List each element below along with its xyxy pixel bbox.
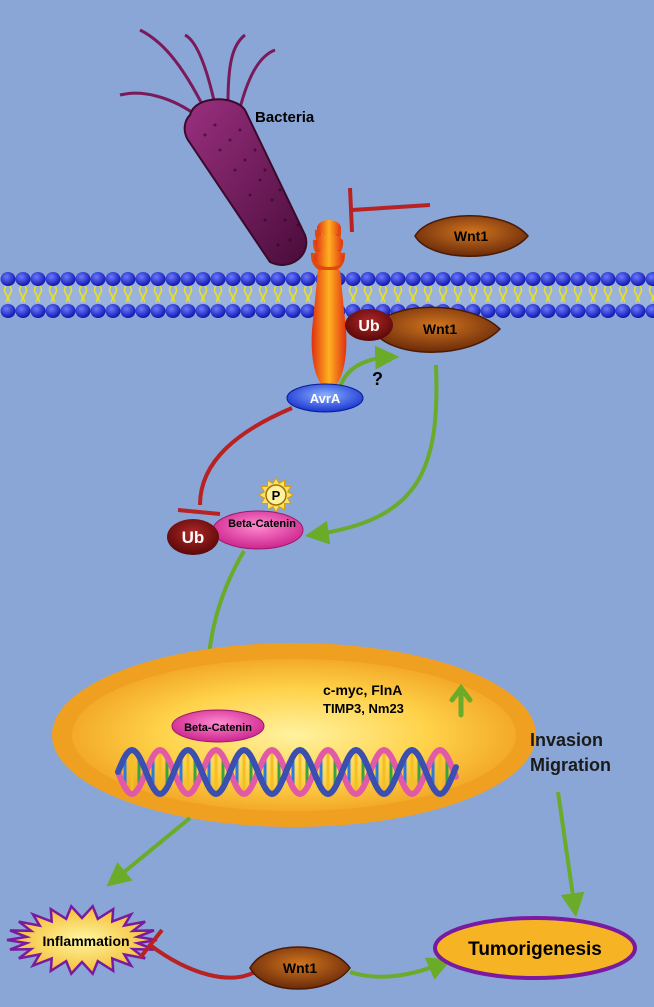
bacterium-icon (119, 28, 308, 266)
wnt1-bottom-node: Wnt1 (249, 946, 351, 990)
question-mark: ? (372, 369, 383, 389)
receptor-icon (311, 220, 347, 392)
migration-label: Migration (530, 755, 611, 775)
dna-icon (115, 746, 459, 798)
beta-catenin-cyto-label: Beta-Catenin (228, 518, 296, 530)
avra-node: AvrA (286, 383, 364, 413)
ub-cyto-label: Ub (182, 528, 205, 547)
arrow-receptor-wnt1 (338, 345, 400, 389)
ub-cyto-node: Ub (167, 519, 219, 555)
arrow-invasion-tumorigenesis (556, 791, 585, 918)
nucleus (52, 643, 536, 827)
inhibition-avra-ub (177, 406, 293, 516)
inflammation-node: Inflammation (6, 903, 158, 977)
bacteria-label: Bacteria (255, 109, 315, 126)
ub-membrane-node: Ub (345, 309, 393, 341)
up-arrow-icon (449, 683, 473, 718)
wnt1-membrane-node: Wnt1 (371, 306, 502, 353)
wnt1-outside-label: Wnt1 (454, 228, 488, 244)
arrow-wnt1-betacatenin (304, 364, 439, 545)
beta-catenin-nucleus-label: Beta-Catenin (184, 722, 252, 734)
beta-catenin-nucleus-node: Beta-Catenin (171, 709, 265, 743)
inflammation-label: Inflammation (42, 933, 129, 949)
invasion-label: Invasion (530, 730, 603, 750)
wnt1-outside-node: Wnt1 (414, 215, 529, 257)
avra-label: AvrA (310, 391, 341, 406)
phosphate-icon: P (257, 476, 295, 514)
phospho-label: P (272, 488, 281, 503)
genes-line1: c-myc, FlnA (323, 682, 402, 698)
wnt1-bottom-label: Wnt1 (283, 960, 317, 976)
ub-membrane-label: Ub (358, 318, 380, 335)
arrow-wnt1-tumorigenesis (349, 957, 452, 980)
inhibition-wnt1-receptor (348, 187, 431, 233)
tumorigenesis-node: Tumorigenesis (433, 916, 637, 980)
genes-line2: TIMP3, Nm23 (323, 701, 404, 716)
tumorigenesis-label: Tumorigenesis (468, 939, 602, 960)
inhibition-wnt1-inflammation (138, 928, 256, 980)
arrow-nucleus-inflammation (106, 816, 192, 887)
wnt1-membrane-label: Wnt1 (423, 321, 457, 337)
beta-catenin-cyto-node: Beta-Catenin (212, 510, 304, 550)
